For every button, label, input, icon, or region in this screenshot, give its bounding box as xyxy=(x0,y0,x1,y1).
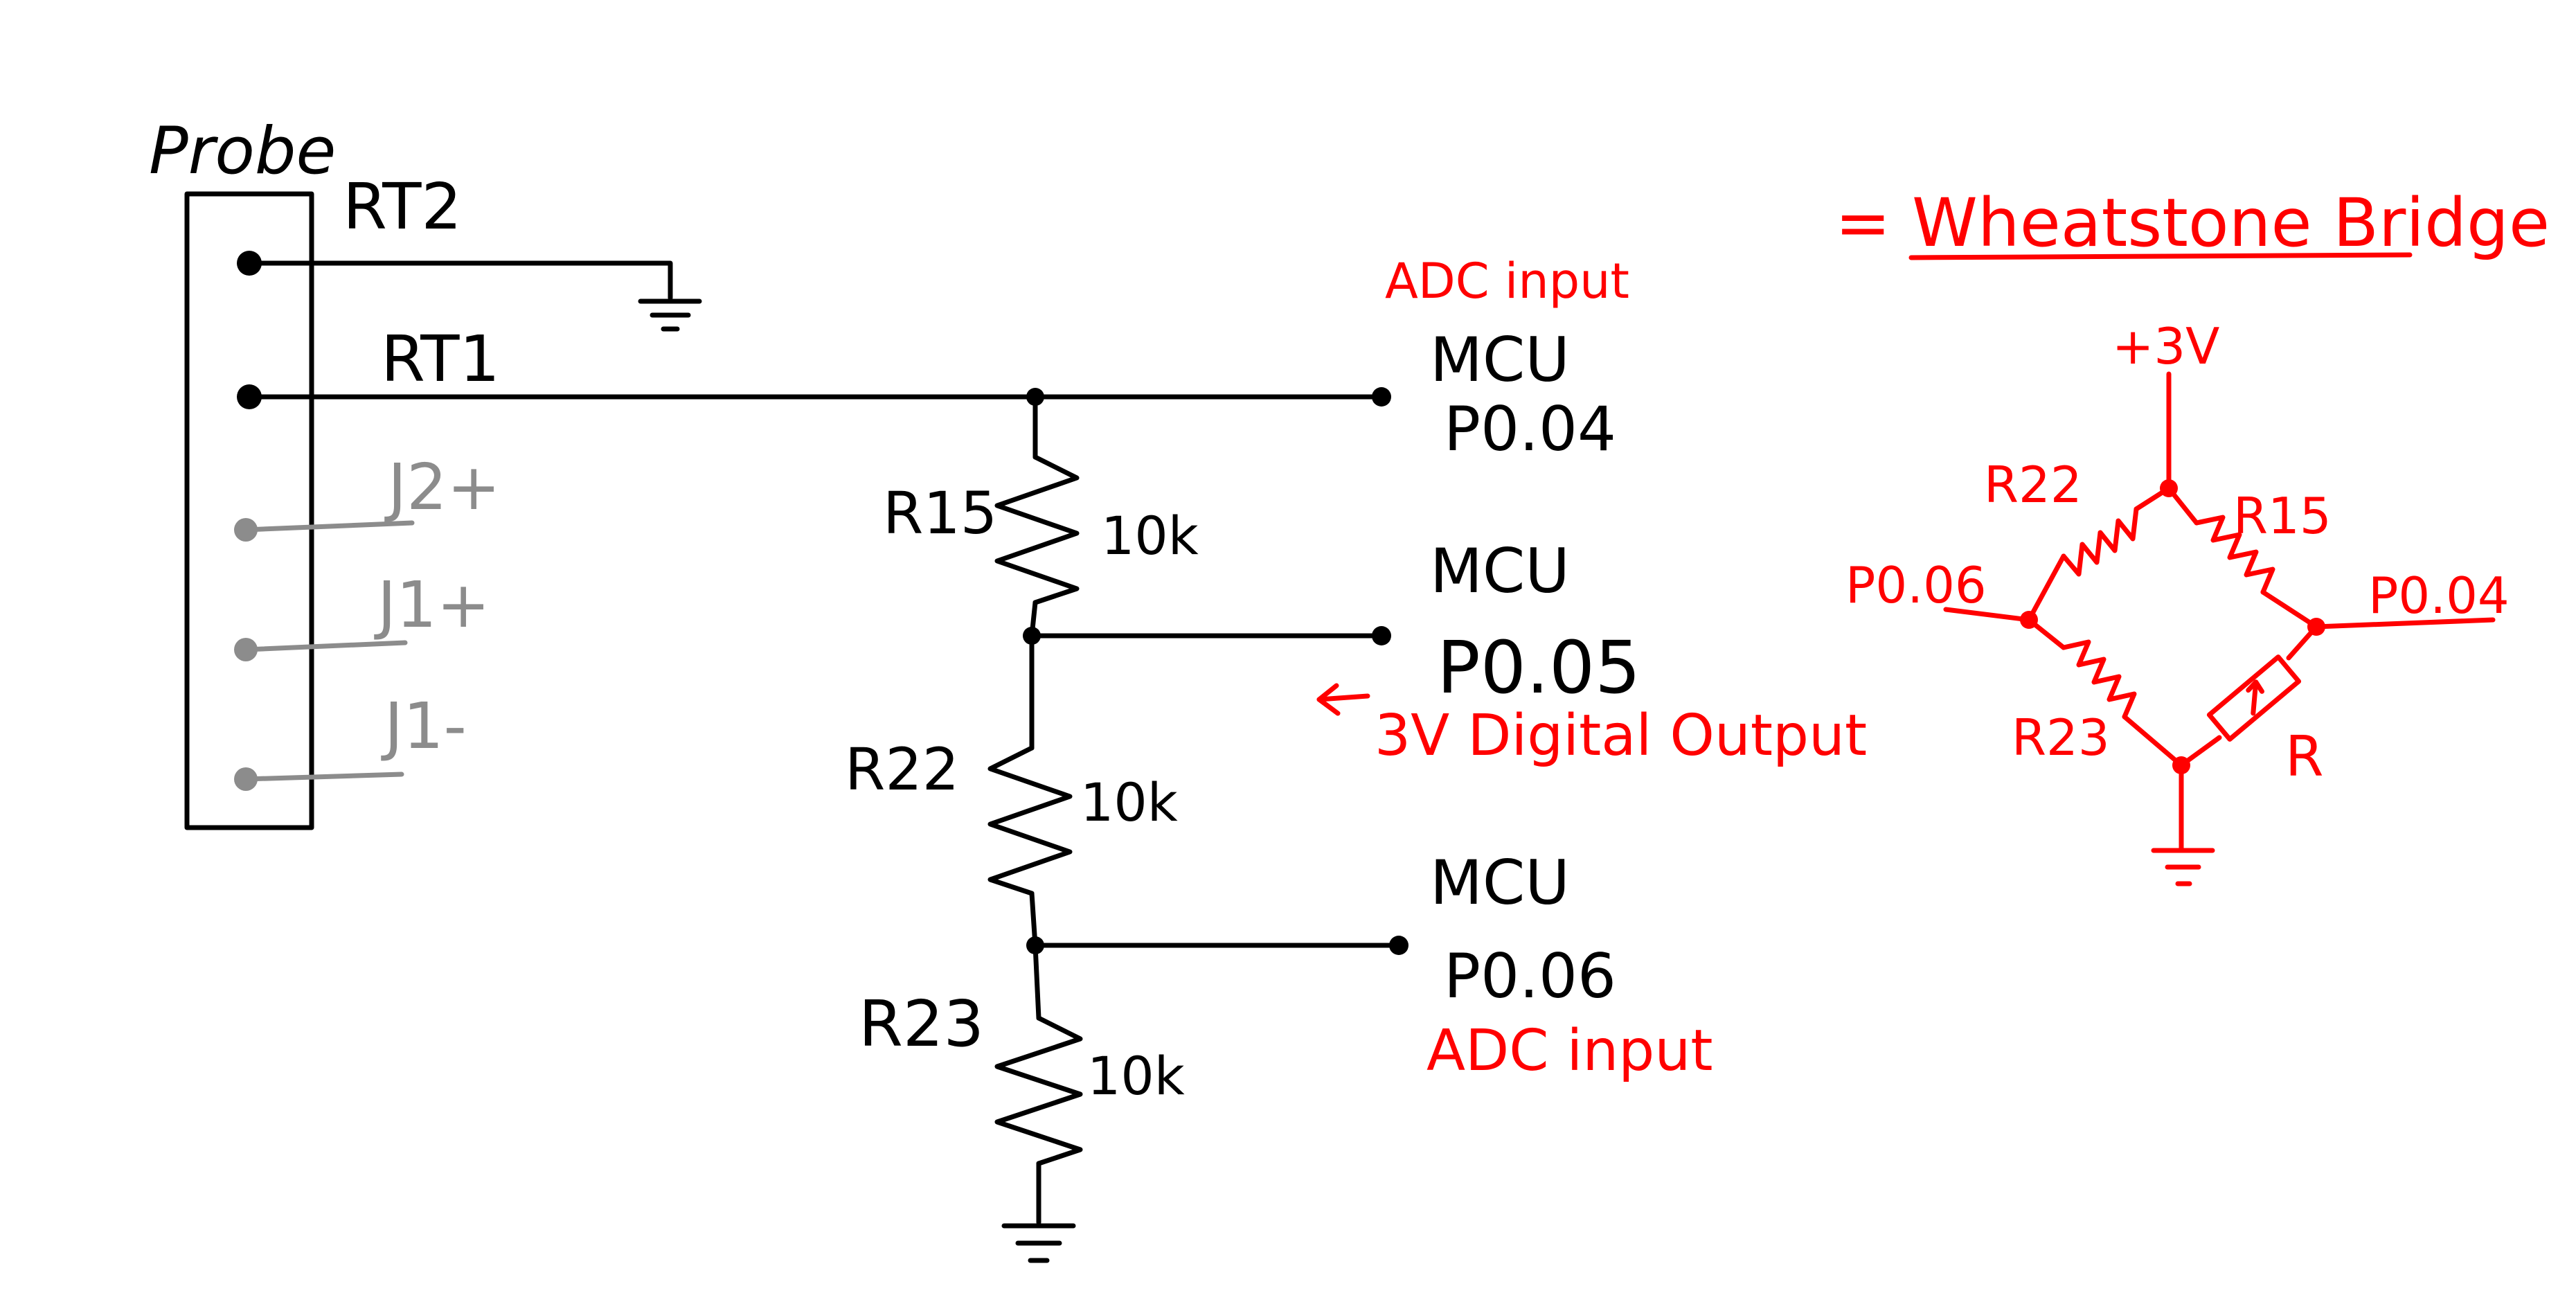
mcu-label-bot: MCU xyxy=(1430,847,1570,918)
r15-name: R15 xyxy=(883,479,997,547)
wire-j1p xyxy=(243,640,408,652)
mcu-label-mid: MCU xyxy=(1430,535,1570,607)
r15-value: 10k xyxy=(1101,505,1199,567)
port-label-p006: P0.06 xyxy=(1444,940,1616,1012)
resistor-r15 xyxy=(994,454,1080,605)
bridge-r-label: R xyxy=(2285,724,2324,789)
wheatstone-bridge: = Wheatstone Bridge +3V R22 R15 P0.06 P0… xyxy=(1835,184,2550,886)
port-label-p005: P0.05 xyxy=(1437,625,1640,710)
bridge-r15-label: R15 xyxy=(2233,487,2332,545)
adc-input-bottom: ADC input xyxy=(1426,1018,1712,1084)
ground-symbol-bridge xyxy=(2151,848,2215,886)
probe-title: Probe xyxy=(149,114,336,189)
mcu-label-top: MCU xyxy=(1430,324,1570,395)
r23-value: 10k xyxy=(1087,1045,1185,1107)
arrow-left-icon xyxy=(1316,683,1370,716)
ground-symbol-rt2 xyxy=(638,298,702,332)
r23-name: R23 xyxy=(859,987,984,1061)
bridge-title: = Wheatstone Bridge xyxy=(1835,184,2550,262)
supply-label: +3V xyxy=(2112,317,2219,375)
resistor-r22 xyxy=(987,745,1073,896)
pin-label-j1p: J1+ xyxy=(374,568,490,642)
wire-rt2-ground xyxy=(247,260,673,301)
bridge-resistor-r15 xyxy=(2194,515,2275,595)
pin-label-j2p: J2+ xyxy=(384,450,501,524)
pin-label-j1m: J1- xyxy=(381,689,467,763)
pin-label-rt2: RT2 xyxy=(343,170,462,244)
bridge-right-port: P0.04 xyxy=(2368,567,2510,625)
voltage-divider: R15 10k R22 10k R23 10k ADC input MCU P0… xyxy=(845,253,1867,1263)
resistor-r23 xyxy=(994,1015,1083,1166)
probe-connector: Probe RT2 RT1 J2+ J1+ J1- xyxy=(149,114,1384,830)
terminal-p004 xyxy=(1372,387,1391,407)
digital-output-label: 3V Digital Output xyxy=(1375,703,1867,769)
pin-label-rt1: RT1 xyxy=(381,322,500,396)
adc-input-top: ADC input xyxy=(1385,253,1629,310)
bridge-r23-label: R23 xyxy=(2012,708,2110,767)
wire-j1m xyxy=(243,772,404,782)
bridge-resistor-r22 xyxy=(2061,506,2139,577)
bridge-left-port: P0.06 xyxy=(1845,556,1987,614)
variable-resistor-r xyxy=(2206,654,2302,742)
r22-name: R22 xyxy=(845,735,959,803)
r22-value: 10k xyxy=(1080,772,1178,833)
bridge-resistor-r23 xyxy=(2061,639,2137,720)
port-label-p004: P0.04 xyxy=(1444,393,1616,465)
probe-housing xyxy=(184,191,314,830)
terminal-p005 xyxy=(1372,626,1391,645)
wire-j2p xyxy=(243,520,415,533)
bridge-title-underline xyxy=(1908,252,2413,260)
terminal-p006 xyxy=(1389,936,1408,955)
bridge-r22-label: R22 xyxy=(1984,456,2082,514)
ground-symbol-divider xyxy=(1001,1223,1076,1263)
